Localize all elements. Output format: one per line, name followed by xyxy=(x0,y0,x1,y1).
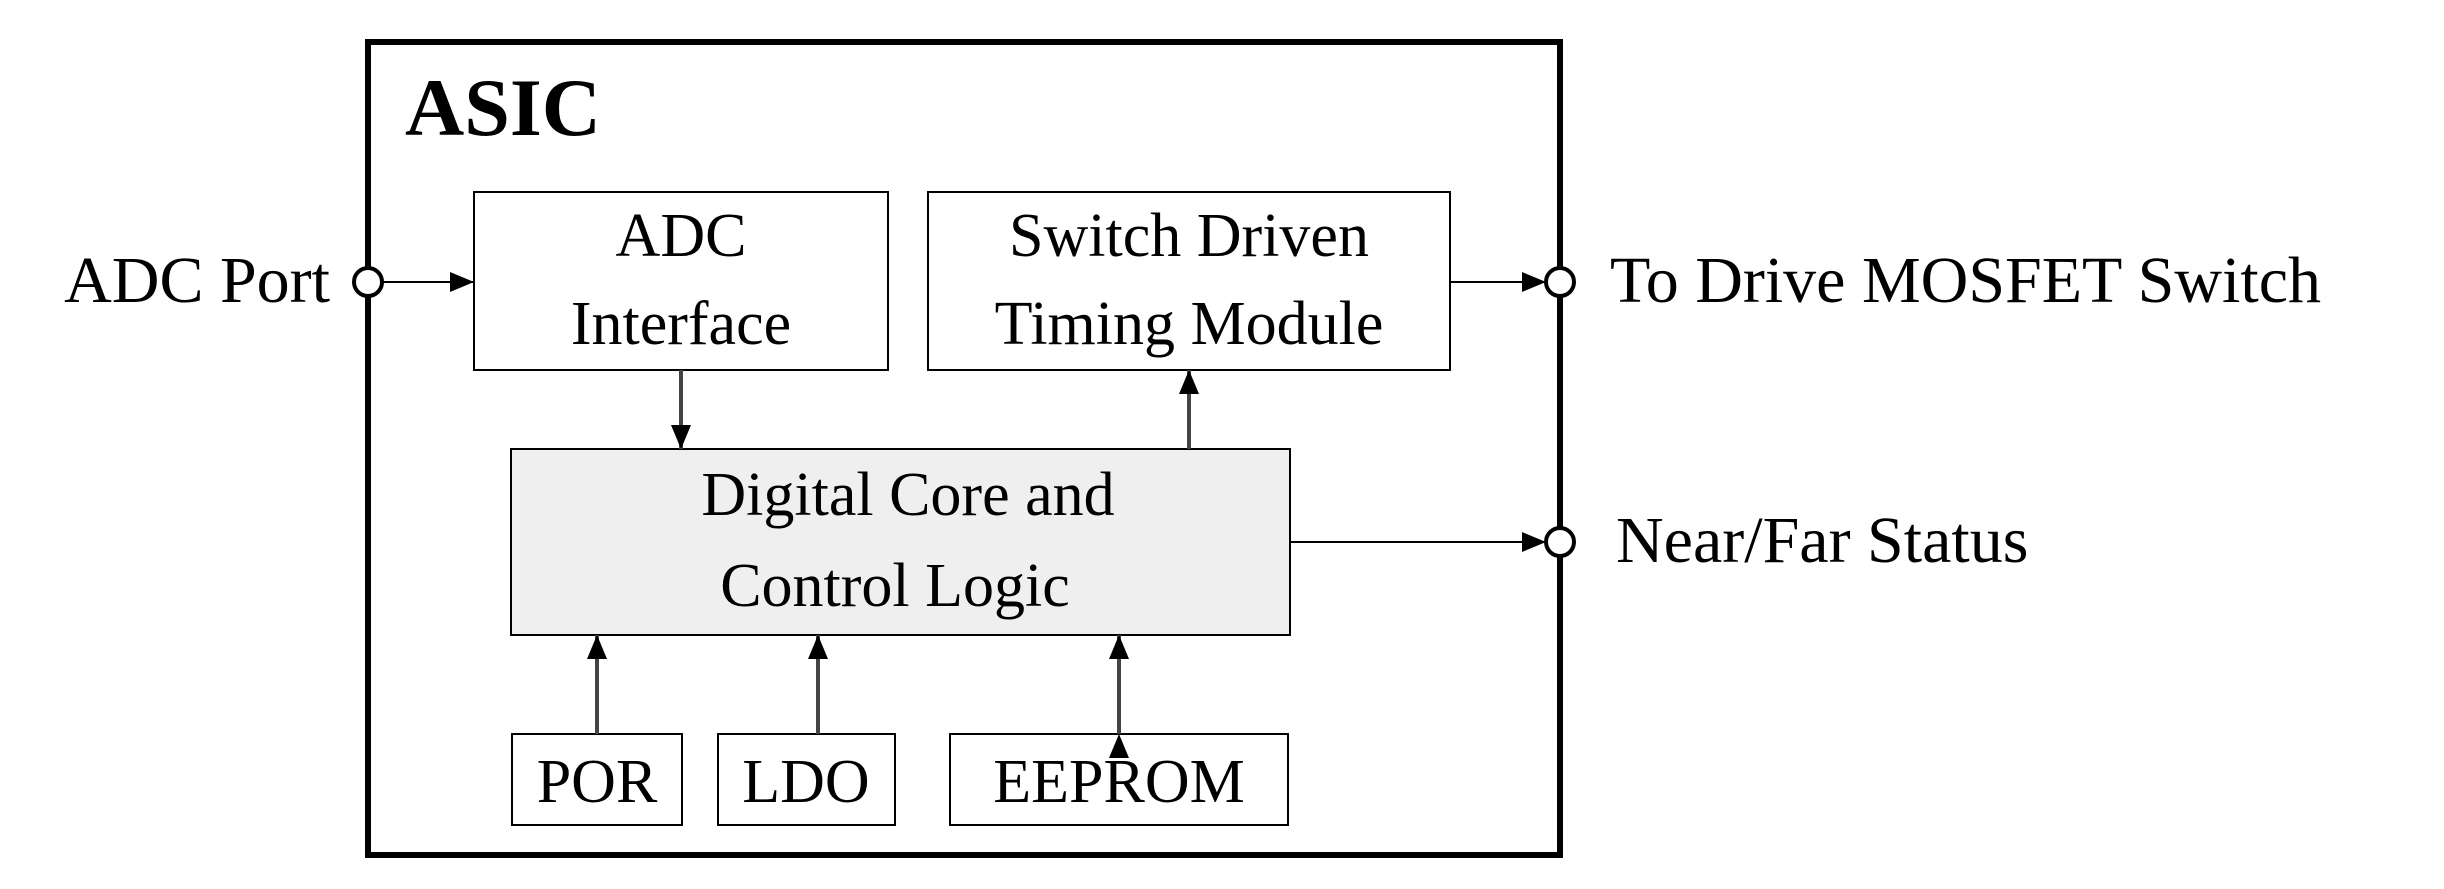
mosfet-port-label: To Drive MOSFET Switch xyxy=(1610,244,2321,317)
adc-interface-block: ADC Interface xyxy=(473,191,889,371)
digital-core-block: Digital Core and Control Logic xyxy=(510,448,1291,636)
ldo-label: LDO xyxy=(742,748,869,816)
near-far-port-terminal xyxy=(1544,526,1576,558)
mosfet-port-terminal xyxy=(1544,266,1576,298)
por-block: POR xyxy=(511,733,683,826)
adc-port-label: ADC Port xyxy=(64,244,330,317)
timing-module-label-line2: Timing Module xyxy=(995,290,1384,358)
eeprom-block: EEPROM xyxy=(949,733,1289,826)
adc-interface-label-line1: ADC xyxy=(616,202,747,270)
por-label: POR xyxy=(537,748,658,816)
adc-port-terminal xyxy=(352,266,384,298)
eeprom-label: EEPROM xyxy=(993,748,1244,816)
adc-interface-label-line2: Interface xyxy=(571,290,791,358)
near-far-port-label: Near/Far Status xyxy=(1616,504,2028,577)
ldo-block: LDO xyxy=(717,733,896,826)
digital-core-label-line1: Digital Core and xyxy=(701,461,1114,529)
timing-module-label-line1: Switch Driven xyxy=(1009,202,1369,270)
digital-core-label-line2: Control Logic xyxy=(720,552,1070,620)
timing-module-block: Switch Driven Timing Module xyxy=(927,191,1451,371)
asic-title: ASIC xyxy=(405,62,601,153)
